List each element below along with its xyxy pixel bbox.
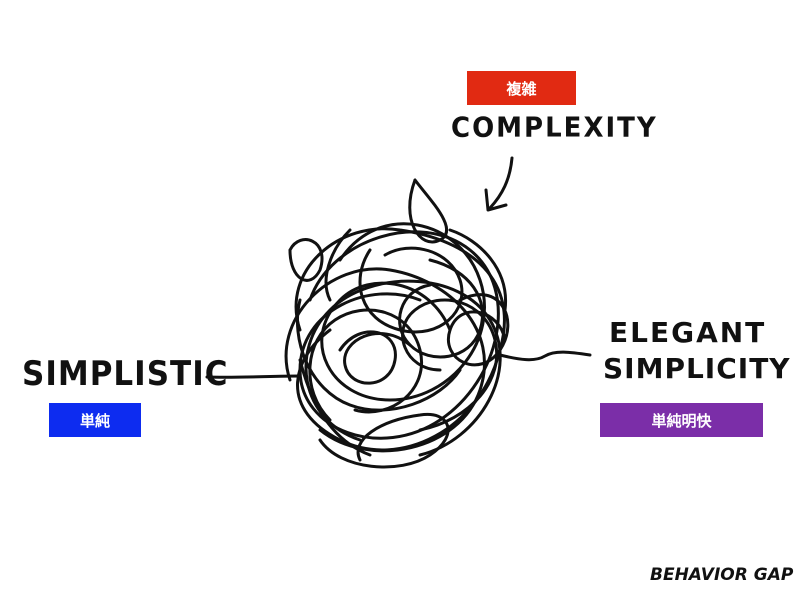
elegant-label-line2: SIMPLICITY	[603, 352, 791, 385]
brand-signature: BEHAVIOR GAP	[650, 565, 794, 585]
simplistic-badge: 単純	[49, 403, 141, 437]
simplistic-label: SIMPLISTIC	[22, 354, 229, 394]
elegant-line	[498, 350, 592, 362]
tangled-scribble	[284, 178, 510, 469]
elegant-label-line1: ELEGANT	[609, 316, 767, 349]
complexity-badge: 複雑	[467, 71, 576, 105]
simplistic-line	[205, 374, 302, 379]
complexity-arrow	[484, 156, 514, 212]
complexity-label: COMPLEXITY	[451, 112, 658, 144]
elegant-simplicity-badge: 単純明快	[600, 403, 763, 437]
